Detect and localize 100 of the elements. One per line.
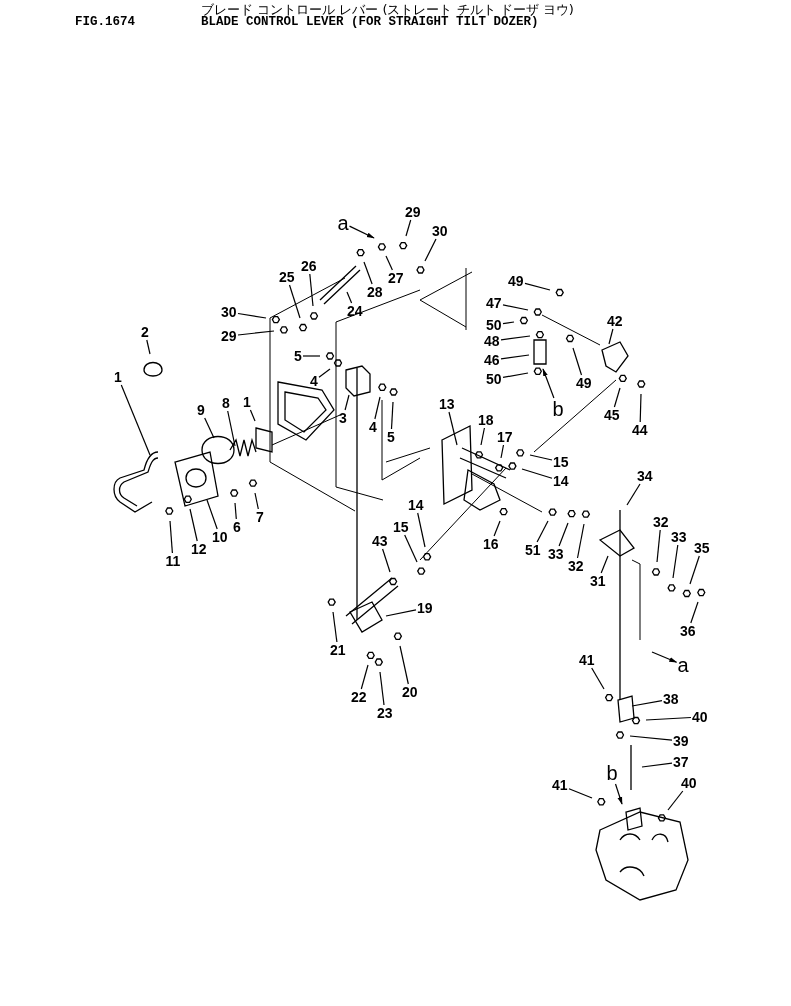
leader-line: [120, 384, 151, 456]
leader-line: [689, 555, 700, 585]
callout-number: 25: [279, 270, 295, 284]
callout-number: 45: [604, 408, 620, 422]
leader-line: [206, 499, 218, 530]
callout-number: 51: [525, 543, 541, 557]
callout-number: 27: [388, 271, 404, 285]
callout-number: 36: [680, 624, 696, 638]
callout-number: 5: [387, 430, 395, 444]
leader-line: [249, 409, 256, 422]
leader-line: [672, 544, 679, 579]
callout-number: 11: [165, 554, 181, 568]
callout-number: 38: [663, 692, 679, 706]
callout-number: 12: [191, 542, 207, 556]
callout-number: 21: [330, 643, 346, 657]
title: BLADE CONTROL LEVER (FOR STRAIGHT TILT DOZER): [201, 15, 539, 29]
callout-number: 5: [294, 349, 302, 363]
callout-number: 17: [497, 430, 513, 444]
callout-number: 2: [141, 325, 149, 339]
leader-line: [344, 394, 350, 411]
callout-number: 4: [369, 420, 377, 434]
leader-line: [374, 396, 381, 420]
callout-number: 30: [432, 224, 448, 238]
callout-number: 22: [351, 690, 367, 704]
callout-number: 39: [673, 734, 689, 748]
leader-line: [189, 508, 198, 542]
callout-number: 31: [590, 574, 606, 588]
leader-line: [234, 502, 237, 520]
callout-number: 40: [692, 710, 708, 724]
arrow: [348, 225, 375, 239]
leader-line: [631, 700, 663, 707]
leader-line: [288, 284, 301, 319]
leader-line: [645, 716, 692, 721]
leader-line: [613, 387, 621, 408]
callout-number: 47: [486, 296, 502, 310]
callout-number: 42: [607, 314, 623, 328]
reference-letter: b: [606, 763, 618, 783]
leader-line: [480, 427, 485, 446]
leader-line: [385, 609, 417, 617]
callout-number: 10: [212, 530, 228, 544]
arrow: [614, 783, 623, 805]
callout-number: 50: [486, 318, 502, 332]
callout-number: 23: [377, 706, 393, 720]
leader-line: [493, 520, 501, 537]
reference-letter: a: [337, 213, 349, 233]
leader-line: [302, 355, 321, 357]
leader-line: [529, 454, 553, 461]
callout-number: 14: [408, 498, 424, 512]
callout-number: 44: [632, 423, 648, 437]
callout-number: 29: [405, 205, 421, 219]
callout-number: 37: [673, 755, 689, 769]
callout-number: 35: [694, 541, 710, 555]
leader-line: [521, 468, 553, 479]
callout-number: 20: [402, 685, 418, 699]
callout-number: 3: [339, 411, 347, 425]
callout-number: 50: [486, 372, 502, 386]
leader-line: [332, 611, 338, 643]
callout-number: 48: [484, 334, 500, 348]
leader-line: [502, 304, 529, 311]
leader-line: [591, 667, 605, 690]
callout-number: 7: [256, 510, 264, 524]
callout-number: 1: [114, 370, 122, 384]
callout-number: 13: [439, 397, 455, 411]
leader-line: [572, 347, 583, 376]
leader-line: [237, 330, 275, 336]
leader-line: [385, 255, 393, 271]
leader-line: [639, 393, 642, 423]
leader-line: [576, 523, 585, 559]
leader-line: [600, 555, 609, 574]
callout-number: 29: [221, 329, 237, 343]
leader-line: [204, 417, 215, 439]
callout-number: 19: [417, 601, 433, 615]
leader-line: [502, 321, 515, 325]
leader-line: [146, 339, 151, 355]
leader-line: [399, 645, 409, 685]
callout-number: 8: [222, 396, 230, 410]
callout-number: 15: [553, 455, 569, 469]
callout-number: 33: [671, 530, 687, 544]
leader-line: [656, 529, 661, 563]
callout-number: 46: [484, 353, 500, 367]
leader-line: [360, 664, 369, 690]
figure-number: FIG.1674: [75, 15, 135, 29]
leader-line: [424, 238, 437, 262]
callout-number: 40: [681, 776, 697, 790]
leader-line: [169, 520, 173, 554]
callout-number: 26: [301, 259, 317, 273]
leader-line: [568, 788, 593, 799]
leader-line: [448, 411, 458, 446]
leader-line: [536, 520, 549, 543]
callout-number: 16: [483, 537, 499, 551]
leader-line: [363, 261, 373, 285]
callout-number: 28: [367, 285, 383, 299]
leader-line: [382, 548, 391, 573]
callout-number: 32: [568, 559, 584, 573]
leader-line: [254, 492, 259, 510]
leader-line: [608, 328, 614, 345]
leader-line: [500, 354, 530, 360]
leader-line: [500, 335, 531, 341]
reference-letter: a: [677, 655, 689, 675]
leader-line: [390, 401, 394, 430]
